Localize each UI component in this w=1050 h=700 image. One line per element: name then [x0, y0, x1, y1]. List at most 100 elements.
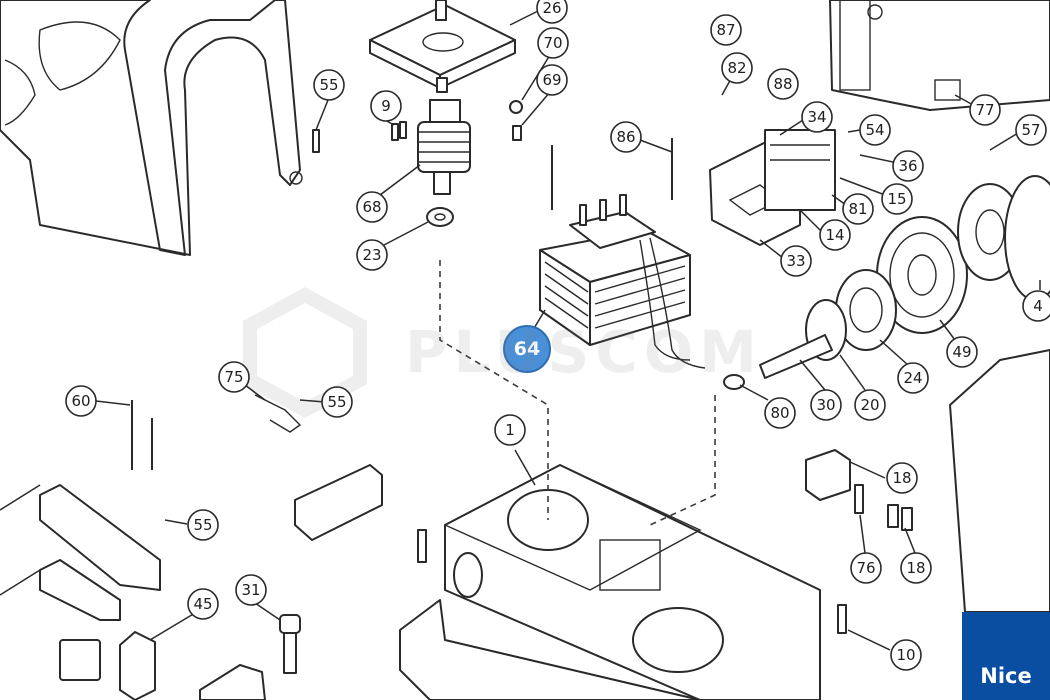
callout-labels: 2670695596823878882863454361581143377574…: [65, 0, 1050, 671]
callout-text: 69: [542, 71, 561, 89]
brand-logo: Nice: [962, 612, 1050, 700]
callout-82[interactable]: 82: [721, 52, 753, 84]
transformer-part: [539, 194, 706, 369]
callout-68[interactable]: 68: [356, 191, 388, 223]
callout-33[interactable]: 33: [780, 245, 812, 277]
callout-69[interactable]: 69: [536, 64, 568, 96]
callout-14[interactable]: 14: [819, 219, 851, 251]
callout-text: 31: [241, 581, 260, 599]
base-housing: [399, 464, 821, 700]
callout-23[interactable]: 23: [356, 239, 388, 271]
callout-text: 1: [505, 421, 515, 439]
callout-text: 9: [381, 97, 391, 115]
callout-15[interactable]: 15: [881, 183, 913, 215]
callout-81[interactable]: 81: [842, 193, 874, 225]
callout-text: 76: [856, 559, 875, 577]
callout-18[interactable]: 18: [900, 552, 932, 584]
callout-text: 81: [848, 200, 867, 218]
callout-text: 60: [71, 392, 90, 410]
callout-76[interactable]: 76: [850, 552, 882, 584]
pin-10: [837, 604, 847, 634]
callout-45[interactable]: 45: [187, 588, 219, 620]
washer: [426, 207, 454, 227]
callout-26[interactable]: 26: [536, 0, 568, 24]
output-shaft: [759, 334, 833, 379]
callout-text: 30: [816, 396, 835, 414]
drive-gear: [876, 216, 968, 334]
callout-18[interactable]: 18: [886, 462, 918, 494]
callout-60[interactable]: 60: [65, 385, 97, 417]
callout-text: 33: [786, 252, 805, 270]
callout-54[interactable]: 54: [859, 114, 891, 146]
callout-9[interactable]: 9: [370, 90, 402, 122]
callout-text: 26: [542, 0, 561, 17]
left-bracket: [39, 484, 161, 681]
callout-86[interactable]: 86: [610, 121, 642, 153]
control-unit: [709, 129, 836, 246]
washer-80: [723, 374, 745, 390]
callout-text: 23: [362, 246, 381, 264]
callout-text: 68: [362, 198, 381, 216]
top-right-housing: [829, 0, 1050, 111]
watermark-hexagon: [243, 287, 367, 418]
cover-cap: [294, 464, 383, 541]
callout-text: 55: [193, 516, 212, 534]
cover-part: [0, 0, 303, 256]
callout-text: 34: [807, 108, 826, 126]
callout-1[interactable]: 1: [494, 414, 526, 446]
callout-text: 18: [906, 559, 925, 577]
assembly-line-right: [649, 395, 716, 526]
callout-text: 55: [327, 393, 346, 411]
callout-text: 80: [770, 404, 789, 422]
brand-logo-text: Nice: [980, 664, 1032, 688]
callout-55[interactable]: 55: [321, 386, 353, 418]
callout-10[interactable]: 10: [890, 639, 922, 671]
callout-text: 10: [896, 646, 915, 664]
callout-20[interactable]: 20: [854, 389, 886, 421]
assembly-line-left: [439, 260, 549, 520]
callout-31[interactable]: 31: [235, 574, 267, 606]
callout-80[interactable]: 80: [764, 397, 796, 429]
callout-text: 86: [616, 128, 635, 146]
callout-text: 4: [1033, 297, 1043, 315]
callout-4[interactable]: 4: [1022, 290, 1050, 322]
terminal-block: [805, 449, 913, 531]
callout-75[interactable]: 75: [218, 361, 250, 393]
right-enclosure: [949, 349, 1050, 613]
pin-31: [279, 614, 301, 674]
callout-30[interactable]: 30: [810, 389, 842, 421]
callout-49[interactable]: 49: [946, 336, 978, 368]
callout-57[interactable]: 57: [1015, 114, 1047, 146]
callout-text: 70: [543, 34, 562, 52]
callout-36[interactable]: 36: [892, 150, 924, 182]
corner-piece: [199, 664, 266, 700]
callout-text: 14: [825, 226, 844, 244]
callout-87[interactable]: 87: [710, 14, 742, 46]
callout-55[interactable]: 55: [313, 69, 345, 101]
callout-text: 36: [898, 157, 917, 175]
callout-34[interactable]: 34: [801, 101, 833, 133]
callout-text: 75: [224, 368, 243, 386]
callout-70[interactable]: 70: [537, 27, 569, 59]
highlighted-callout-text: 64: [514, 338, 540, 360]
small-screws: [312, 100, 523, 153]
spring-75: [254, 394, 302, 433]
callout-24[interactable]: 24: [897, 362, 929, 394]
callout-text: 82: [727, 59, 746, 77]
callout-text: 88: [773, 75, 792, 93]
callout-text: 87: [716, 21, 735, 39]
callout-55[interactable]: 55: [187, 509, 219, 541]
callout-text: 54: [865, 121, 884, 139]
callout-88[interactable]: 88: [767, 68, 799, 100]
callout-text: 24: [903, 369, 922, 387]
highlighted-callout-64[interactable]: 64: [503, 325, 551, 373]
pin-left: [417, 529, 427, 563]
callout-text: 45: [193, 595, 212, 613]
callout-text: 18: [892, 469, 911, 487]
callout-text: 20: [860, 396, 879, 414]
callout-text: 55: [319, 76, 338, 94]
callout-77[interactable]: 77: [969, 94, 1001, 126]
callout-text: 49: [952, 343, 971, 361]
clip-45: [119, 631, 156, 700]
